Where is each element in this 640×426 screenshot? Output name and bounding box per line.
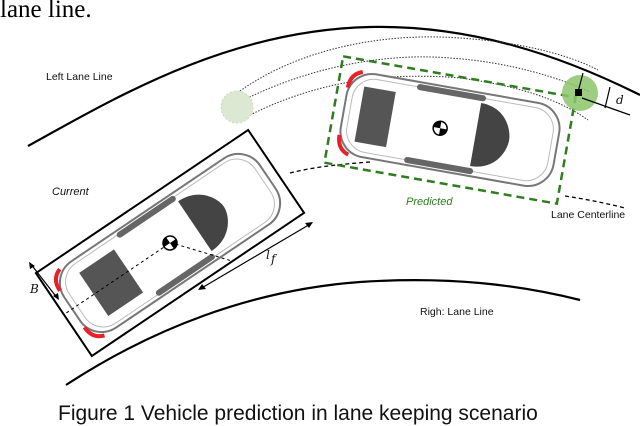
predicted-bounding-box	[322, 54, 578, 206]
symbol-length-lf: l	[266, 248, 270, 262]
left-lane-line	[27, 25, 640, 147]
label-predicted: Predicted	[406, 196, 453, 208]
right-lane-line	[65, 279, 581, 386]
width-dimension-arrow	[29, 262, 59, 300]
current-vehicle	[34, 128, 306, 358]
label-current: Current	[52, 186, 90, 198]
label-right-lane-line: Righ: Lane Line	[420, 306, 494, 318]
rear-window	[79, 249, 144, 317]
symbol-width-b: B	[29, 282, 39, 296]
current-contact-zone	[220, 90, 254, 124]
predicted-vehicle	[322, 54, 578, 206]
label-left-lane-line: Left Lane Line	[46, 71, 113, 83]
trajectory-arc-middle	[235, 56, 591, 105]
distance-arrow	[604, 86, 611, 109]
label-lane-centerline: Lane Centerline	[551, 209, 625, 221]
length-dimension-arrow	[199, 222, 313, 290]
windshield	[178, 194, 228, 252]
symbol-length-subscript: f	[270, 252, 278, 266]
current-bounding-box	[34, 128, 306, 358]
lane-centerline	[289, 161, 371, 174]
symbol-distance-d: d	[616, 93, 624, 107]
trajectory-arc-inner	[249, 75, 589, 121]
heading-fragment: lane line.	[0, 0, 92, 23]
figure-caption: Figure 1 Vehicle prediction in lane keep…	[58, 402, 538, 425]
